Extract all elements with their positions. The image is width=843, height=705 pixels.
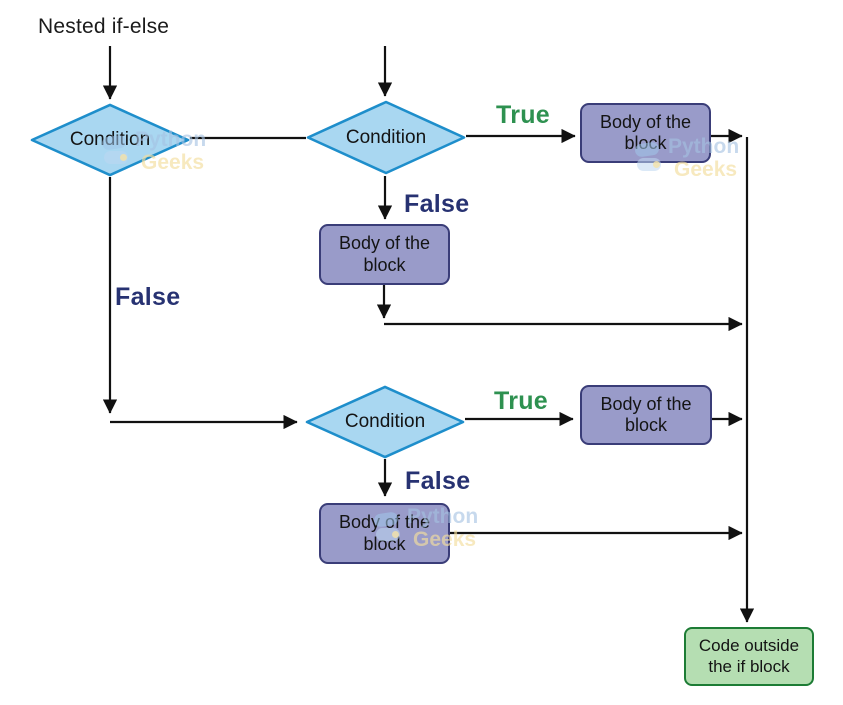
node-label: Body of the block bbox=[338, 512, 431, 554]
process-body-true-bottom: Body of the block bbox=[580, 385, 712, 445]
node-label: Condition bbox=[69, 129, 151, 150]
terminator-code-outside: Code outside the if block bbox=[684, 627, 814, 686]
decision-condition-nested-top: Condition bbox=[306, 100, 466, 175]
process-body-false-top: Body of the block bbox=[319, 224, 450, 285]
edge-label-true-bottom: True bbox=[494, 387, 548, 415]
edge-label-false-top: False bbox=[404, 190, 470, 218]
edge-label-false-bottom: False bbox=[405, 467, 471, 495]
decision-condition-nested-bottom: Condition bbox=[305, 385, 465, 459]
node-label: Code outside the if block bbox=[698, 636, 800, 676]
process-body-false-bottom: Body of the block bbox=[319, 503, 450, 564]
process-body-true-top: Body of the block bbox=[580, 103, 711, 163]
node-label: Body of the block bbox=[599, 111, 692, 153]
node-label: Condition bbox=[344, 411, 426, 432]
diagram-title: Nested if-else bbox=[38, 15, 170, 38]
node-label: Body of the block bbox=[338, 233, 431, 275]
node-label: Body of the block bbox=[600, 393, 692, 435]
edge-label-true-top: True bbox=[496, 101, 550, 129]
diamond-shape bbox=[306, 100, 466, 175]
node-label: Condition bbox=[345, 126, 427, 148]
decision-condition-outer: Condition bbox=[30, 103, 190, 177]
edge-label-false-outer: False bbox=[115, 283, 181, 311]
diamond-shape bbox=[305, 385, 465, 459]
